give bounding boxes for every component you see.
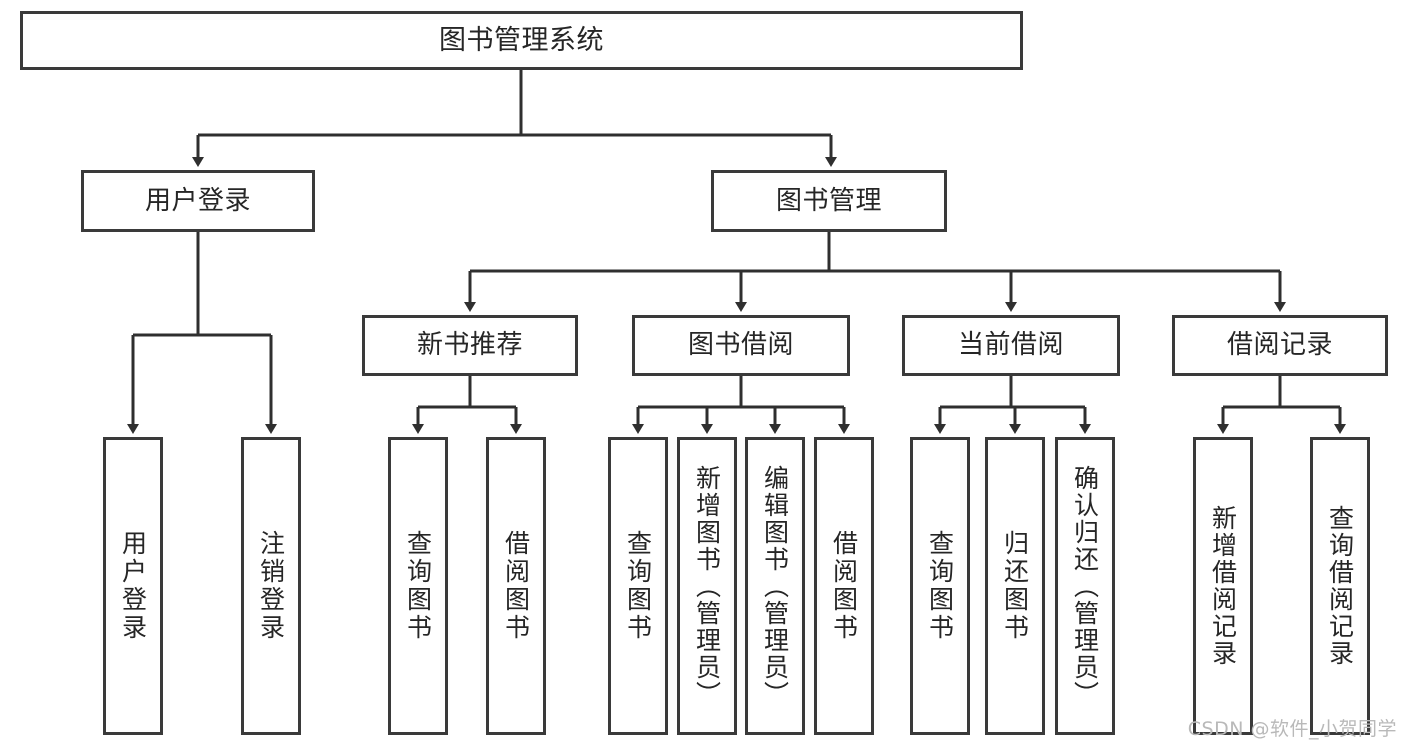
node-root[interactable]: 图书管理系统 — [20, 11, 1023, 70]
leaf-logout[interactable]: 注销登录 — [241, 437, 301, 735]
leaf-borrow-book[interactable]: 借阅图书 — [814, 437, 874, 735]
node-root-label: 图书管理系统 — [439, 24, 604, 56]
leaf-confirm-return-admin[interactable]: 确认归还（管理员） — [1055, 437, 1115, 735]
node-current-borrow[interactable]: 当前借阅 — [902, 315, 1120, 376]
node-new-book-recommend-label: 新书推荐 — [416, 330, 523, 361]
watermark: CSDN @软件_小贺同学 — [1187, 718, 1397, 740]
node-borrow-record-label: 借阅记录 — [1226, 330, 1333, 361]
node-book-management-label: 图书管理 — [775, 185, 882, 216]
leaf-return-book-label: 归还图书 — [1000, 530, 1030, 642]
node-borrow-record[interactable]: 借阅记录 — [1172, 315, 1388, 376]
leaf-query-book-borrow[interactable]: 查询图书 — [608, 437, 668, 735]
node-new-book-recommend[interactable]: 新书推荐 — [362, 315, 578, 376]
node-user-login-label: 用户登录 — [144, 185, 251, 216]
leaf-edit-book-admin[interactable]: 编辑图书（管理员） — [745, 437, 805, 735]
leaf-borrow-book-recommend[interactable]: 借阅图书 — [486, 437, 546, 735]
leaf-borrow-book-label: 借阅图书 — [829, 530, 859, 642]
node-book-borrow-label: 图书借阅 — [687, 330, 794, 361]
leaf-query-book-current[interactable]: 查询图书 — [910, 437, 970, 735]
leaf-add-borrow-record-label: 新增借阅记录 — [1208, 505, 1238, 667]
node-current-borrow-label: 当前借阅 — [957, 330, 1064, 361]
node-book-borrow[interactable]: 图书借阅 — [632, 315, 850, 376]
leaf-query-borrow-record-label: 查询借阅记录 — [1325, 505, 1355, 667]
leaf-user-login-label: 用户登录 — [118, 530, 148, 642]
leaf-add-book-admin-label: 新增图书（管理员） — [692, 464, 722, 708]
node-book-management[interactable]: 图书管理 — [711, 170, 947, 232]
leaf-logout-label: 注销登录 — [256, 530, 286, 642]
leaf-add-book-admin[interactable]: 新增图书（管理员） — [677, 437, 737, 735]
leaf-confirm-return-admin-label: 确认归还（管理员） — [1070, 464, 1100, 708]
leaf-return-book[interactable]: 归还图书 — [985, 437, 1045, 735]
leaf-query-book-borrow-label: 查询图书 — [623, 530, 653, 642]
leaf-add-borrow-record[interactable]: 新增借阅记录 — [1193, 437, 1253, 735]
leaf-user-login[interactable]: 用户登录 — [103, 437, 163, 735]
leaf-borrow-book-recommend-label: 借阅图书 — [501, 530, 531, 642]
leaf-query-book-recommend[interactable]: 查询图书 — [388, 437, 448, 735]
node-user-login[interactable]: 用户登录 — [81, 170, 315, 232]
leaf-query-book-current-label: 查询图书 — [925, 530, 955, 642]
leaf-query-borrow-record[interactable]: 查询借阅记录 — [1310, 437, 1370, 735]
leaf-edit-book-admin-label: 编辑图书（管理员） — [760, 464, 790, 708]
leaf-query-book-recommend-label: 查询图书 — [403, 530, 433, 642]
